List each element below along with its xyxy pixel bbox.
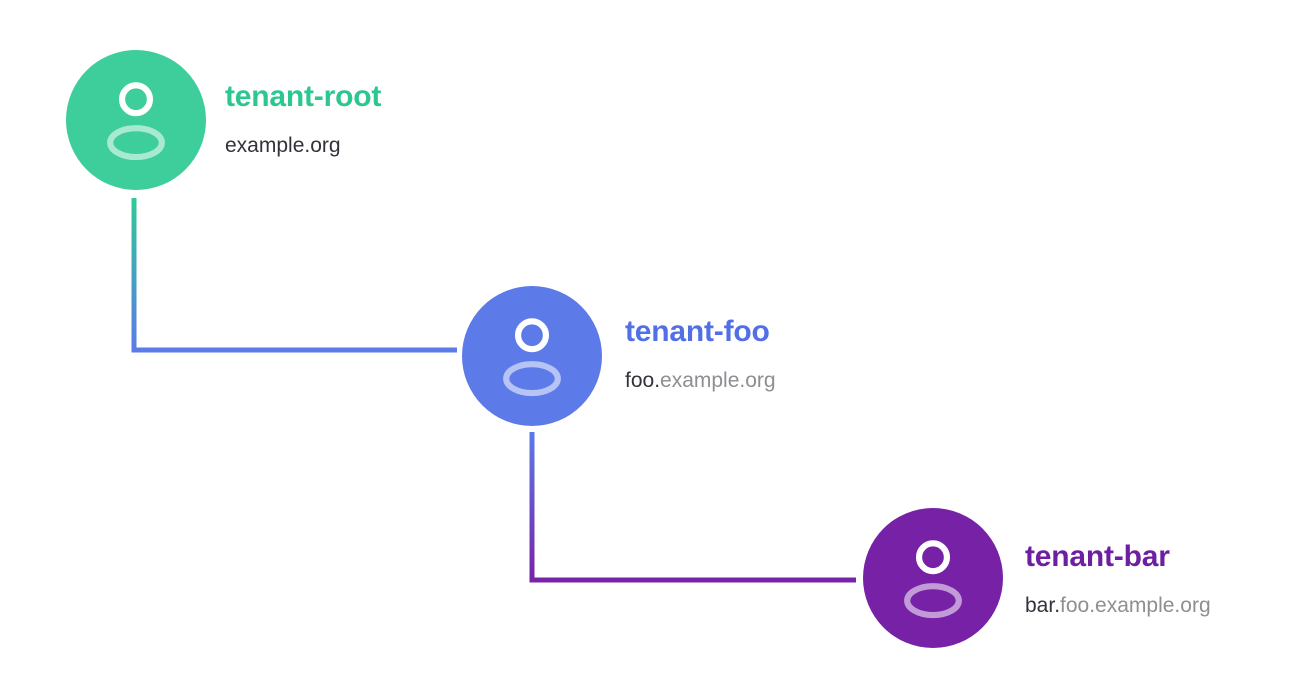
tenant-bar-avatar (863, 508, 1003, 648)
tenant-foo-label: tenant-foo (625, 315, 770, 348)
tenant-bar-domain: bar.foo.example.org (1025, 594, 1211, 618)
domain-inherited-segment: example.org (660, 369, 776, 392)
tenant-root-domain: example.org (225, 134, 381, 158)
domain-inherited-segment: foo.example.org (1060, 594, 1211, 617)
tenant-foo-domain: foo.example.org (625, 369, 776, 393)
user-icon (107, 82, 165, 161)
connector-foo-to-bar (529, 432, 856, 583)
domain-new-segment: bar. (1025, 594, 1061, 617)
tenant-root-avatar (66, 50, 206, 190)
tenant-foo-avatar (462, 286, 602, 426)
user-icon (503, 318, 561, 397)
tenant-root-label: tenant-root (225, 80, 382, 113)
domain-new-segment: example.org (225, 134, 341, 157)
tenant-bar-label: tenant-bar (1025, 540, 1170, 573)
domain-new-segment: foo. (625, 369, 661, 392)
user-icon (904, 540, 962, 619)
connector-root-to-foo (131, 198, 457, 353)
